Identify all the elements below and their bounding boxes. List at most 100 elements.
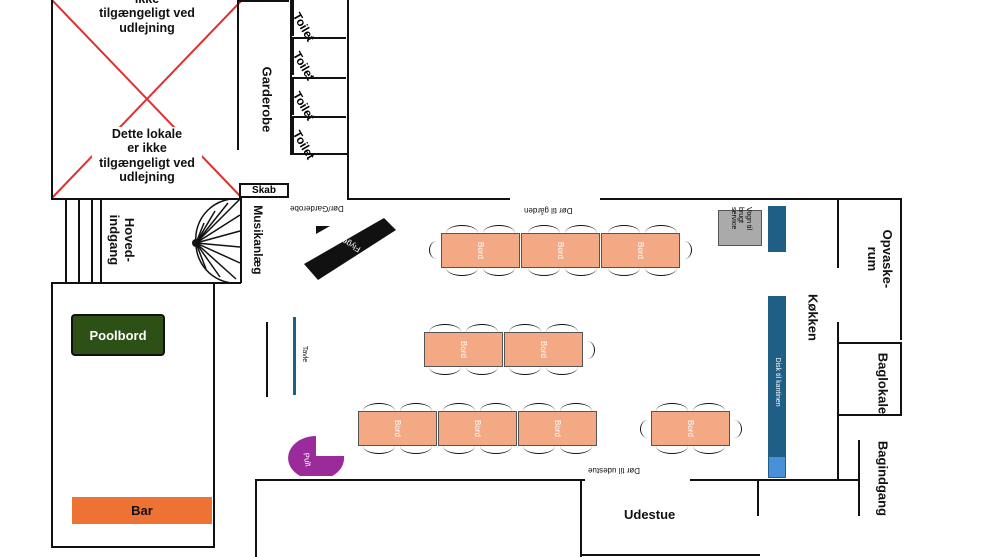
chair [565,268,597,276]
wall-left-bottom [51,283,53,548]
wall-baglokale-top [838,342,902,344]
chair [429,324,461,332]
wall-stair-bottom [51,282,241,284]
chair [523,403,555,411]
chair [645,268,677,276]
tavle-label: Tavle [301,345,309,363]
wall-toilets-right [347,0,349,200]
chair [565,225,597,233]
bagindgang-label: Bagindgang [875,440,891,517]
chair [523,446,555,454]
entrance-stairs [65,200,93,283]
chair [483,225,515,233]
chair [443,446,475,454]
chair [480,446,512,454]
table: Bord [358,411,437,446]
closed-room-text: Dette lokale er ikke tilgængeligt ved ud… [92,127,202,185]
wall-toilets-left [290,0,292,155]
poolbord: Poolbord [71,314,165,356]
wall-opvask-right [900,200,902,340]
wall-bagindgang-right [858,440,860,516]
chair [640,420,648,438]
table: Bord [518,411,597,446]
chair [443,403,475,411]
wall-baglokale-right [900,342,902,415]
wall-left-top [51,0,53,200]
chair [608,268,640,276]
chair [446,225,478,233]
table: Bord [438,411,517,446]
wall-bar-right [213,283,215,548]
wall-koekken-right [837,200,839,268]
chair [693,403,725,411]
baglokale-label: Baglokale [875,352,891,415]
chair [608,225,640,233]
closed-room-cross [52,0,242,199]
chair [509,367,541,375]
wall-udestue-right [757,481,759,516]
toilet-3: Toilet [290,77,346,123]
wall-entrance-right [100,198,102,283]
wall-bottom-left [51,546,214,548]
wall-udestue-left [580,481,582,557]
opvaskerum-label: Opvaske- rum [865,229,895,289]
table: Bord [504,332,583,367]
table: Bord [651,411,730,446]
toilet-2: Toilet [290,37,346,83]
chair [429,241,437,259]
table: Bord [441,233,520,268]
chair [466,324,498,332]
chair [483,268,515,276]
koekken-label: Køkken [805,293,821,341]
disk-label: Disk til kantinen [774,357,782,407]
koekken-counter-top [768,206,786,252]
chair [546,367,578,375]
bar: Bar [72,497,212,524]
chair [363,446,395,454]
chair [363,403,395,411]
wall-top-right [600,198,902,200]
wall-udestue-bottom [580,554,760,556]
tavle [293,317,296,395]
wall-koekken-right-lower [837,322,839,481]
wall-top-mid [347,198,510,200]
toilet-4: Toilet [290,116,346,162]
udestue-label: Udestue [624,507,676,522]
door-udestue-label: Dør til udestue [588,466,641,476]
wall-baglokale-bottom [838,414,902,416]
vogn: Vogn til brugt service [718,207,762,246]
hovedindgang-label: Hoved- indgang [107,214,137,266]
wall-toilets-bottom [290,153,348,155]
chair [528,225,560,233]
spiral-staircase [192,198,241,284]
flygel [304,218,396,280]
chair [446,268,478,276]
chair [466,367,498,375]
wall-bottom-right [690,479,858,481]
disk-til-kantinen [768,296,786,456]
skab: Skab [239,183,289,198]
wall-garderobe-left [237,0,239,150]
wall-bottom-mid-left [255,479,257,557]
chair [480,403,512,411]
door-garden-label: Dør til gården [524,206,573,216]
pult [288,436,345,476]
disk-end [768,456,786,478]
chair [645,225,677,233]
chair [693,446,725,454]
table: Bord [424,332,503,367]
chair [546,324,578,332]
chair [684,241,692,259]
chair [400,403,432,411]
table: Bord [521,233,600,268]
toilet-1: Toilet [290,0,346,44]
chair [528,268,560,276]
wall-bottom-mid [255,479,585,481]
chair [587,341,595,359]
musikanlaeg-label: Musikanlæg [250,205,265,275]
garderobe-label: Garderobe [259,66,275,133]
closed-room-top-text: ikke tilgængeligt ved udlejning [92,0,202,36]
chair [734,420,742,438]
wall-lobby-right [266,322,268,397]
chair [429,367,461,375]
